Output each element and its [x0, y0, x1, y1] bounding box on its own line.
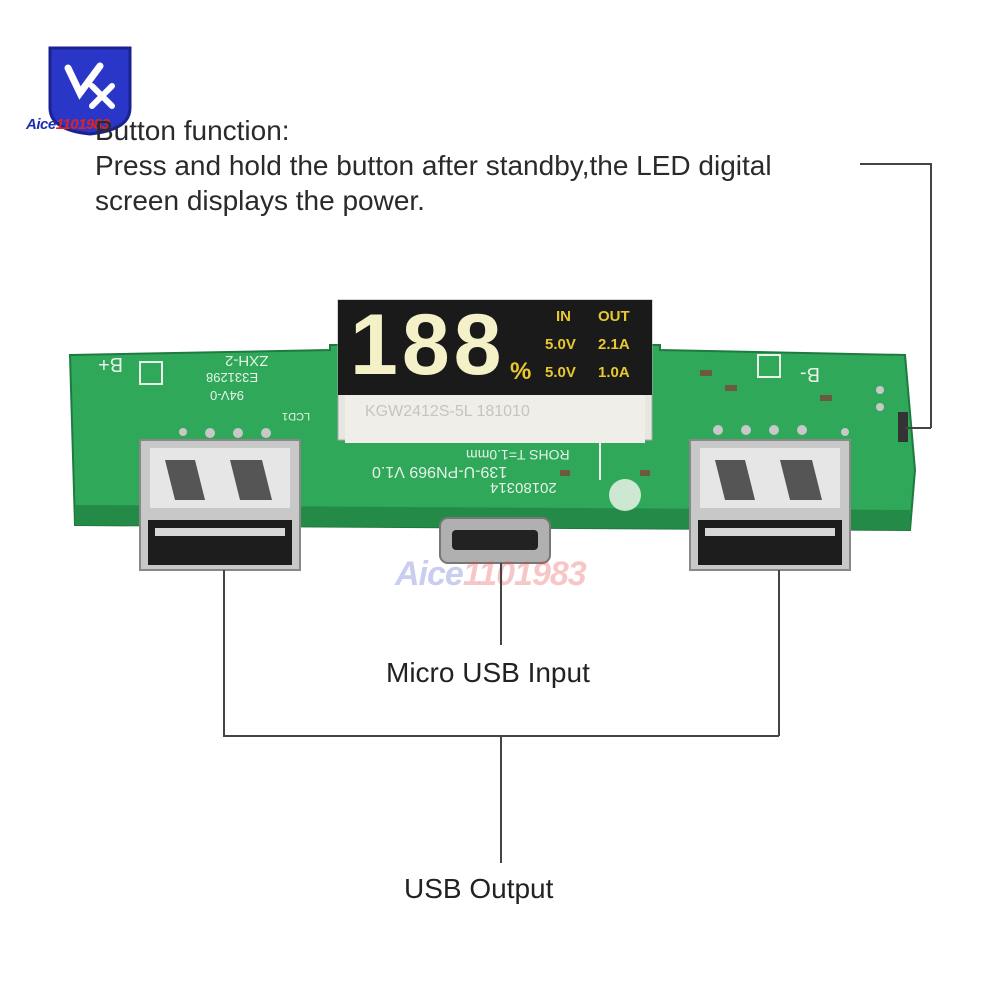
display-out1-spec: 2.1A [598, 336, 630, 353]
button-leader-top [860, 163, 931, 165]
usb-out-center-leader [500, 735, 502, 863]
brand-part2: 1101983 [55, 116, 110, 133]
button-leader-vertical [930, 163, 932, 428]
silk-b-plus: B+ [98, 353, 124, 375]
silk-zxh: ZXH-2 [225, 352, 269, 369]
silk-e331298: E331298 [206, 370, 259, 385]
usb-output-label: USB Output [404, 873, 554, 904]
display-in-label: IN [556, 308, 571, 325]
button-function-caption: Button function: Press and hold the butt… [95, 113, 865, 218]
silk-94v: 94V-0 [210, 388, 244, 403]
micro-usb-input-label: Micro USB Input [386, 657, 590, 688]
silk-lcd1: LCD1 [282, 410, 311, 422]
display-in-spec2: 5.0V [545, 364, 576, 381]
brand-logo-icon [48, 46, 132, 136]
display-in-spec: 5.0V [545, 336, 576, 353]
display-part-number: KGW2412S-5L 181010 [365, 403, 530, 420]
caption-line3: screen displays the power. [95, 185, 425, 216]
usb-out-right-leader [778, 570, 780, 736]
display-digits: 188 [350, 297, 506, 393]
silk-rohs: ROHS T=1.0mm [466, 447, 570, 463]
silk-b-minus: B- [800, 363, 820, 385]
display-out2-spec: 1.0A [598, 364, 630, 381]
watermark: Aice1101983 [395, 555, 587, 594]
display-percent: % [510, 358, 532, 385]
brand-logo-text: Aice1101983 [26, 116, 110, 133]
watermark-part1: Aice [395, 555, 464, 593]
usb-out-left-leader [223, 570, 225, 736]
micro-usb-leader [500, 563, 502, 645]
brand-part1: Aice [26, 116, 56, 133]
caption-line2: Press and hold the button after standby,… [95, 150, 772, 181]
silk-date: 20180314 [490, 479, 557, 496]
caption-line1: Button function: [95, 115, 290, 146]
display-out-label: OUT [598, 308, 630, 325]
button-leader-bottom [905, 427, 931, 429]
silk-model: 139-U-PN969 V1.0 [372, 463, 508, 480]
watermark-part2: 1101983 [462, 555, 587, 593]
